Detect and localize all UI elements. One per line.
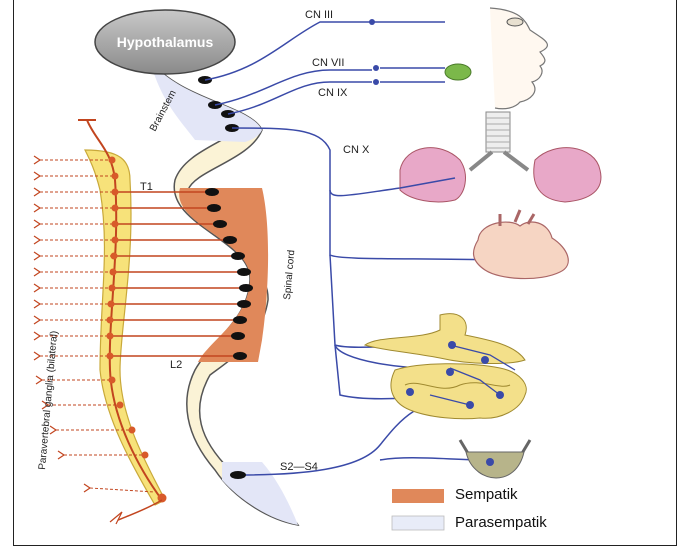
legend-label-parasympathetic: Parasempatik	[455, 514, 547, 531]
spinal-cord-label: Spinal cord	[282, 249, 297, 300]
s2s4-label: S2—S4	[280, 461, 318, 473]
t1-label: T1	[140, 181, 153, 193]
digestive-tract-icon	[365, 314, 526, 419]
cn9-label: CN IX	[318, 87, 348, 99]
legend-swatch-parasympathetic	[392, 516, 444, 530]
paravertebral-chain	[85, 150, 165, 505]
bladder-ganglion	[486, 458, 494, 466]
cn3-label: CN III	[305, 9, 333, 21]
l2-label: L2	[170, 359, 182, 371]
cn7-label: CN VII	[312, 57, 344, 69]
sacral-nucleus	[230, 471, 246, 479]
bladder-icon	[460, 440, 530, 478]
cn10-label: CN X	[343, 144, 370, 156]
cranial-ganglia	[369, 19, 379, 85]
lungs-icon	[400, 112, 601, 202]
hypothalamus-label: Hypothalamus	[117, 34, 214, 50]
heart-icon	[474, 210, 569, 279]
paravertebral-label: Paravertebral ganglia (bilateral)	[37, 330, 60, 470]
salivary-gland-icon	[445, 64, 471, 80]
legend-swatch-sympathetic	[392, 489, 444, 503]
lower-trunk-end	[118, 500, 162, 520]
legend-label-sympathetic: Sempatik	[455, 486, 518, 503]
eye-icon	[507, 18, 523, 26]
